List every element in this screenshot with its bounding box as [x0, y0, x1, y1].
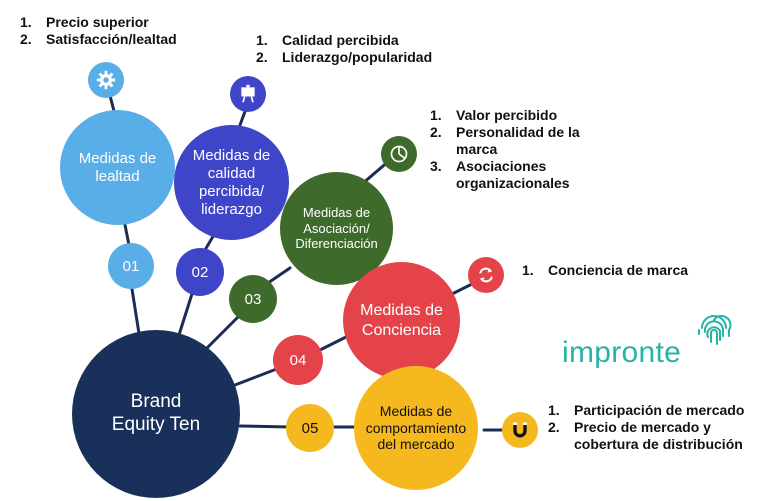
step-number-05-text: 05	[301, 419, 319, 437]
list-text: Valor percibido	[456, 107, 558, 123]
list-item: 1. Precio superior	[20, 14, 220, 31]
list-text: Precio superior	[46, 14, 149, 30]
pie-chart-icon	[381, 136, 417, 172]
list-loyalty: 1. Precio superior 2. Satisfacción/lealtad	[20, 14, 220, 48]
refresh-icon	[468, 257, 504, 293]
list-item: 1. Conciencia de marca	[522, 262, 742, 279]
list-text: Participación de mercado	[574, 402, 745, 418]
step-number-02: 02	[176, 248, 224, 296]
list-item: 2. Personalidad de la marca	[430, 124, 620, 158]
step-number-03-text: 03	[244, 290, 262, 308]
brand-equity-ten-circle: Brand Equity Ten	[72, 330, 240, 498]
list-text: Asociaciones organizacionales	[456, 158, 570, 191]
step-number-01: 01	[108, 243, 154, 289]
list-text: Liderazgo/popularidad	[282, 49, 433, 65]
step-number-05: 05	[286, 404, 334, 452]
list-quality: 1. Calidad percibida 2. Liderazgo/populari…	[256, 32, 476, 66]
list-marker: 2.	[430, 124, 442, 140]
list-item: 2. Precio de mercado y cobertura de distr…	[548, 419, 776, 453]
measure-circle-association: Medidas de Asociación/ Diferenciación	[280, 172, 393, 285]
list-marker: 2.	[256, 49, 268, 65]
easel-icon	[230, 76, 266, 112]
list-awareness: 1. Conciencia de marca	[522, 262, 742, 279]
step-number-04: 04	[273, 335, 323, 385]
measure-label-association: Medidas de Asociación/ Diferenciación	[295, 205, 378, 252]
list-marker: 2.	[20, 31, 32, 47]
list-marker: 1.	[256, 32, 268, 48]
step-number-04-text: 04	[289, 351, 307, 369]
list-item: 3. Asociaciones organizacionales	[430, 158, 620, 192]
step-number-01-text: 01	[122, 257, 140, 275]
list-market-behavior: 1. Participación de mercado 2. Precio de m…	[548, 402, 776, 453]
list-marker: 1.	[522, 262, 534, 278]
list-marker: 1.	[20, 14, 32, 30]
measure-label-market-behavior: Medidas de comportamiento del mercado	[365, 402, 467, 453]
list-marker: 1.	[430, 107, 442, 123]
measure-label-loyalty: Medidas de lealtad	[78, 149, 157, 185]
measure-circle-quality: Medidas de calidad percibida/ liderazgo	[174, 125, 289, 240]
measure-label-awareness: Medidas de Conciencia	[360, 302, 443, 339]
measure-circle-market-behavior: Medidas de comportamiento del mercado	[354, 366, 478, 490]
list-item: 1. Calidad percibida	[256, 32, 476, 49]
gear-icon	[88, 62, 124, 98]
step-number-02-text: 02	[191, 263, 209, 281]
list-item: 2. Liderazgo/popularidad	[256, 49, 476, 66]
list-text: Satisfacción/lealtad	[46, 31, 177, 47]
list-marker: 2.	[548, 419, 560, 435]
list-marker: 3.	[430, 158, 442, 174]
list-text: Personalidad de la marca	[456, 124, 580, 157]
list-item: 2. Satisfacción/lealtad	[20, 31, 220, 48]
center-label: Brand Equity Ten	[111, 391, 201, 435]
list-text: Conciencia de marca	[548, 262, 689, 278]
impronte-logo: impronte	[562, 336, 681, 370]
magnet-icon	[502, 412, 538, 448]
measure-label-quality: Medidas de calidad percibida/ liderazgo	[192, 146, 271, 218]
list-text: Precio de mercado y cobertura de distrib…	[574, 419, 743, 452]
measure-circle-loyalty: Medidas de lealtad	[60, 110, 175, 225]
list-association: 1. Valor percibido 2. Personalidad de la m…	[430, 107, 620, 192]
list-item: 1. Participación de mercado	[548, 402, 776, 419]
list-marker: 1.	[548, 402, 560, 418]
fingerprint-icon	[694, 310, 734, 350]
list-text: Calidad percibida	[282, 32, 399, 48]
step-number-03: 03	[229, 275, 277, 323]
measure-circle-awareness: Medidas de Conciencia	[343, 262, 460, 379]
logo-text: impronte	[562, 336, 682, 369]
list-item: 1. Valor percibido	[430, 107, 620, 124]
